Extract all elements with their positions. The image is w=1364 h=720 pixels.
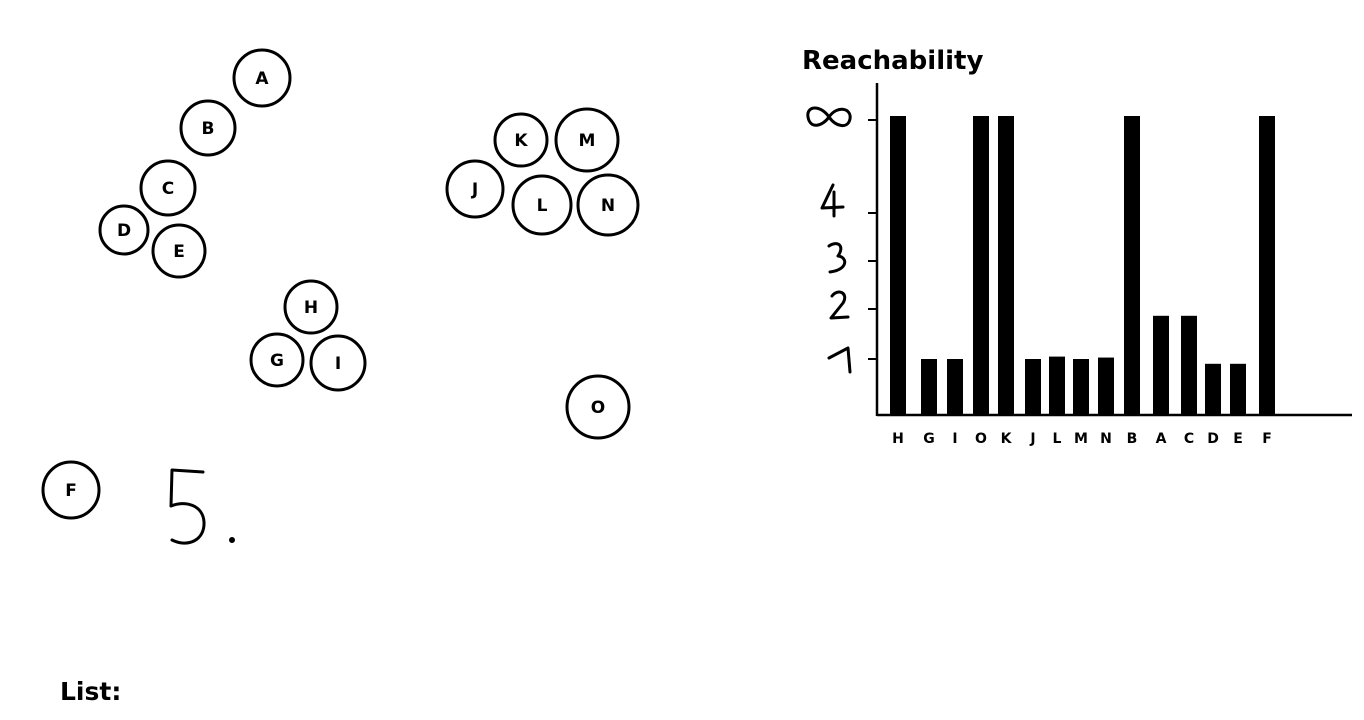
bar-label-g: G <box>923 431 935 447</box>
bar-c <box>1181 315 1197 415</box>
node-label: G <box>270 351 284 371</box>
node-circle <box>283 279 339 335</box>
node-circle <box>41 460 101 520</box>
step-number-digit-five <box>169 468 206 545</box>
bar-label-j: J <box>1029 431 1035 447</box>
y-tick-label-1: 1 <box>827 346 852 374</box>
node-j: J <box>445 159 505 219</box>
node-circle <box>309 334 367 392</box>
y-tick-label-3: 3 <box>827 242 847 274</box>
svg-text:∞: ∞ <box>808 123 810 125</box>
node-label: I <box>335 354 341 374</box>
bar-label-h: H <box>892 431 904 447</box>
y-tick-label-4: 4 <box>820 183 845 218</box>
bar-l <box>1049 356 1065 415</box>
bar-g <box>921 359 937 415</box>
node-label: L <box>537 196 548 216</box>
node-label: F <box>65 481 77 501</box>
node-label: B <box>202 119 215 139</box>
bar-h <box>890 116 906 415</box>
bar-i <box>947 359 963 415</box>
bar-label-n: N <box>1100 431 1112 447</box>
node-label: K <box>514 131 528 151</box>
node-a: A <box>232 48 292 108</box>
y-ticks <box>868 119 878 360</box>
svg-text:5.: 5. <box>168 542 170 544</box>
node-circle <box>139 159 197 217</box>
bar-j <box>1025 359 1041 415</box>
node-circle <box>445 159 505 219</box>
bar-a <box>1153 315 1169 415</box>
node-e: E <box>151 223 207 279</box>
bar-label-f: F <box>1262 431 1272 447</box>
bar-k <box>998 116 1014 415</box>
reachability-chart: Reachability ∞ 4 3 <box>802 46 1352 447</box>
node-circle <box>576 173 640 237</box>
node-label: J <box>471 180 478 200</box>
nodes-layer: A B C D E F G H I J K L M N O <box>41 48 640 520</box>
node-label: N <box>601 196 615 216</box>
y-tick-labels: ∞ 4 3 2 1 <box>806 106 852 374</box>
node-label: E <box>173 242 185 262</box>
bar-f <box>1259 116 1275 415</box>
bar-n <box>1098 357 1114 415</box>
step-number-dot <box>229 537 235 543</box>
y-tick-label-infinity: ∞ <box>806 106 852 127</box>
node-c: C <box>139 159 197 217</box>
node-n: N <box>576 173 640 237</box>
svg-text:3: 3 <box>828 269 830 271</box>
node-circle <box>554 107 620 173</box>
chart-title: Reachability <box>802 46 983 76</box>
list-label: List: <box>60 677 121 706</box>
node-l: L <box>511 174 573 236</box>
node-label: O <box>591 398 605 418</box>
node-i: I <box>309 334 367 392</box>
bar-label-l: L <box>1053 431 1062 447</box>
bar-d <box>1205 363 1221 415</box>
node-f: F <box>41 460 101 520</box>
node-circle <box>151 223 207 279</box>
node-d: D <box>98 204 150 256</box>
node-label: D <box>117 221 131 241</box>
node-circle <box>511 174 573 236</box>
bar-label-i: I <box>952 431 957 447</box>
node-k: K <box>493 112 549 168</box>
bar-label-a: A <box>1156 431 1167 447</box>
bar-label-c: C <box>1184 431 1194 447</box>
svg-text:4: 4 <box>820 212 822 214</box>
bar-b <box>1124 116 1140 415</box>
bar-label-e: E <box>1233 431 1243 447</box>
node-circle <box>232 48 292 108</box>
bar-label-m: M <box>1074 431 1088 447</box>
bar-o <box>973 116 989 415</box>
bar-m <box>1073 359 1089 415</box>
bar-e <box>1230 363 1246 415</box>
node-circle <box>179 99 237 157</box>
node-circle <box>565 374 631 440</box>
bar-label-b: B <box>1127 431 1138 447</box>
svg-text:1: 1 <box>836 361 838 363</box>
node-label: A <box>255 69 269 89</box>
node-b: B <box>179 99 237 157</box>
bar-label-o: O <box>975 431 987 447</box>
node-label: C <box>162 179 174 199</box>
node-label: H <box>304 298 318 318</box>
node-circle <box>98 204 150 256</box>
node-h: H <box>283 279 339 335</box>
node-m: M <box>554 107 620 173</box>
node-circle <box>249 332 305 388</box>
node-circle <box>493 112 549 168</box>
node-label: M <box>579 131 596 151</box>
step-number: 5. <box>168 468 235 545</box>
node-g: G <box>249 332 305 388</box>
y-tick-label-2: 2 <box>829 290 850 320</box>
bars-layer <box>890 116 1275 415</box>
node-o: O <box>565 374 631 440</box>
bar-label-k: K <box>1001 431 1013 447</box>
bar-label-d: D <box>1207 431 1219 447</box>
